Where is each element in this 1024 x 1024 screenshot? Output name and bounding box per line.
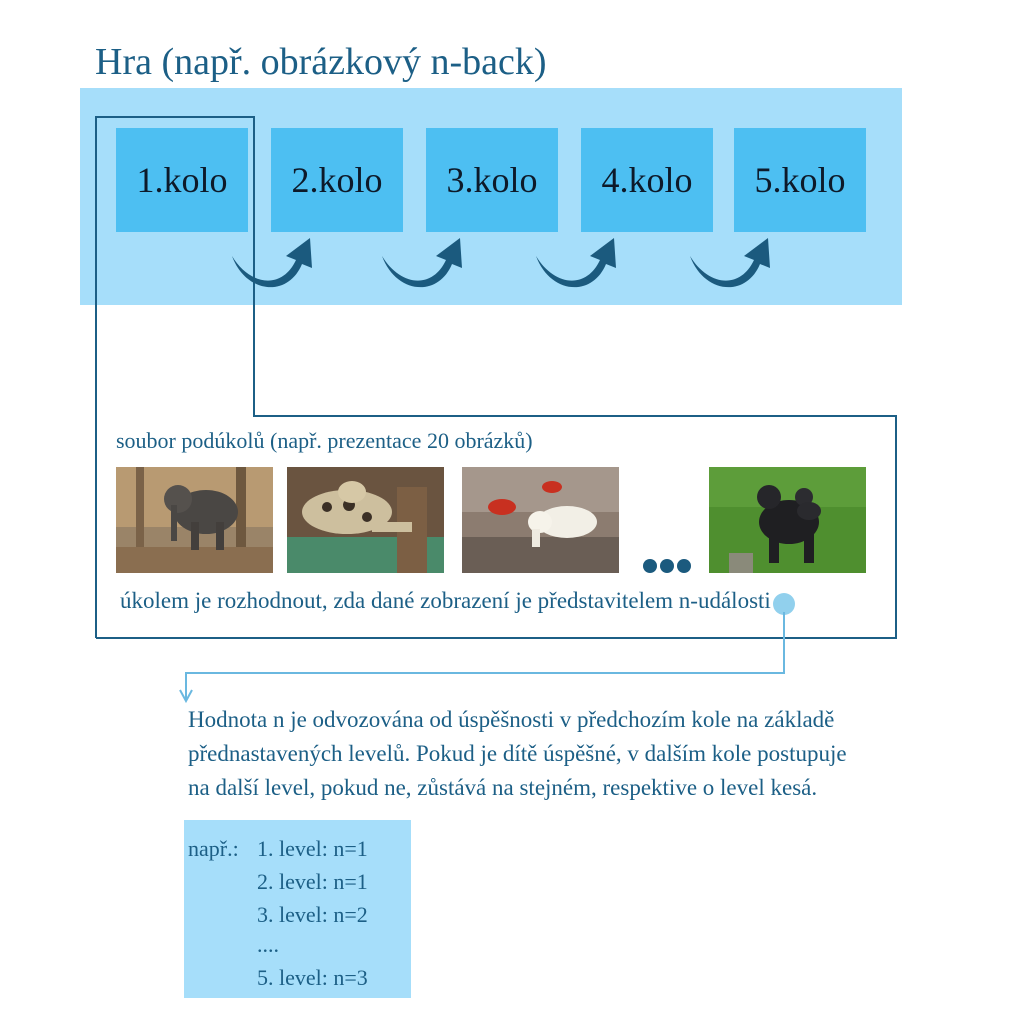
levels-example-box: [184, 820, 411, 998]
round-1-detail-frame: [95, 116, 897, 639]
more-images-ellipsis: [643, 559, 691, 573]
photo-elephant: [116, 467, 273, 573]
n-connector-arrowhead: [179, 689, 193, 704]
photo-polar-bear: [462, 467, 619, 573]
arrow-round-3-to-4: [536, 238, 616, 288]
round-2-box: 2.kolo: [271, 128, 403, 232]
arrow-round-2-to-3: [382, 238, 462, 288]
round-3-box: 3.kolo: [426, 128, 558, 232]
explanation-line: na další level, pokud ne, zůstává na ste…: [188, 775, 818, 800]
task-description: úkolem je rozhodnout, zda dané zobrazení…: [120, 588, 771, 613]
arrow-round-1-to-2: [232, 238, 312, 288]
photo-clouded-leopard: [287, 467, 444, 573]
subtasks-label: soubor podúkolů (např. prezentace 20 obr…: [116, 428, 533, 453]
level-item: 5. level: n=3: [257, 965, 368, 990]
explanation-line: přednastavených levelů. Pokud je dítě ús…: [188, 741, 847, 766]
diagram-title: Hra (např. obrázkový n-back): [95, 41, 547, 83]
round-5-box: 5.kolo: [734, 128, 866, 232]
n-connector: [185, 612, 785, 700]
round-1-box: 1.kolo: [116, 128, 248, 232]
photo-gorilla-with-baby: [709, 467, 866, 573]
n-value-explanation: Hodnota n je odvozována od úspěšnosti v …: [188, 703, 988, 805]
level-item: 3. level: n=2: [257, 902, 368, 927]
level-item: 2. level: n=1: [257, 869, 368, 894]
round-transition-arrows: [232, 238, 770, 288]
level-item: 1. level: n=1: [257, 836, 368, 861]
level-item: ....: [257, 932, 279, 957]
round-4-box: 4.kolo: [581, 128, 713, 232]
arrow-round-4-to-5: [690, 238, 770, 288]
levels-prefix: např.:: [188, 836, 239, 861]
n-highlight: [773, 593, 795, 615]
explanation-line: Hodnota n je odvozována od úspěšnosti v …: [188, 707, 835, 732]
